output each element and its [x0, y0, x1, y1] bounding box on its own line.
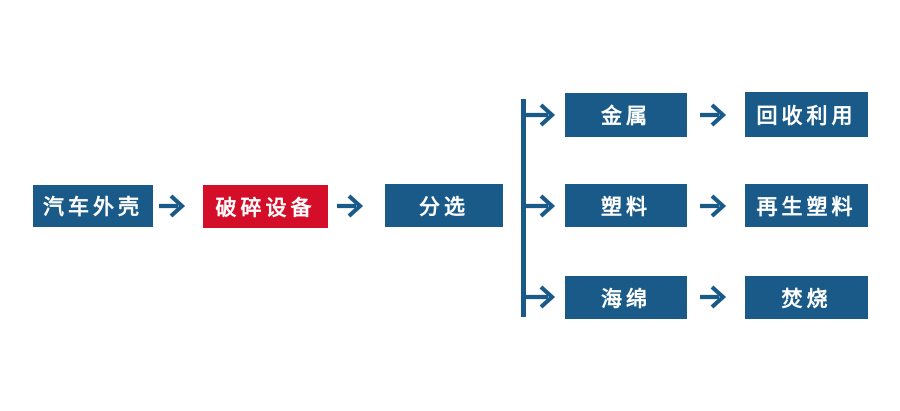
node-incineration: 焚烧 — [745, 276, 868, 319]
arrow-sponge-to-incineration — [700, 285, 727, 309]
node-recycled-plastic: 再生塑料 — [745, 184, 868, 227]
arrow-metal-to-recycle — [700, 103, 727, 127]
node-recycling-reuse: 回收利用 — [745, 92, 868, 137]
node-sorting: 分选 — [385, 184, 503, 227]
node-metal: 金属 — [565, 93, 687, 137]
arrow-crusher-to-sorting — [337, 194, 364, 218]
arrow-branch-to-sponge — [522, 285, 556, 309]
arrow-car-shell-to-crusher — [159, 194, 186, 218]
node-plastic: 塑料 — [565, 184, 687, 227]
arrow-branch-to-plastic — [522, 194, 556, 218]
arrow-plastic-to-recycled-plastic — [700, 194, 727, 218]
node-crushing-equipment: 破碎设备 — [203, 185, 328, 228]
node-car-shell: 汽车外壳 — [33, 185, 153, 227]
arrow-branch-to-metal — [522, 103, 556, 127]
node-sponge: 海绵 — [565, 276, 687, 319]
